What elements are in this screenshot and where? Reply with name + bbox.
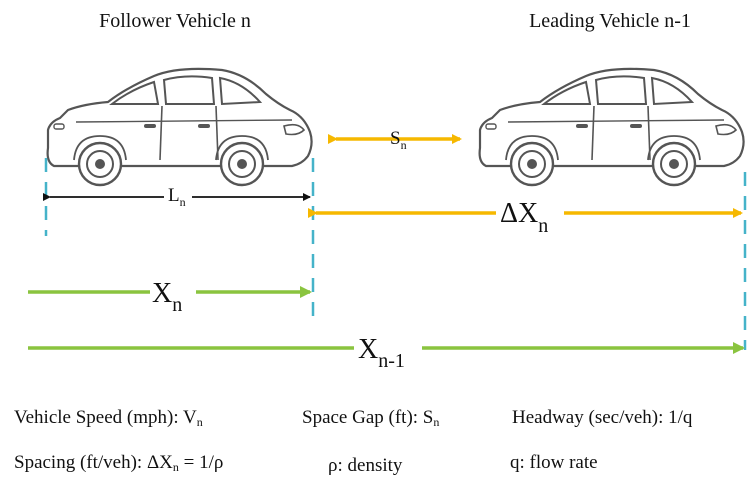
legend-vehicle-speed: Vehicle Speed (mph): Vn (14, 407, 203, 429)
spacing-label: ΔXn (500, 198, 548, 237)
legend-headway: Headway (sec/veh): 1/q (512, 407, 693, 428)
legend-spacing: Spacing (ft/veh): ΔXn = 1/ρ (14, 452, 224, 474)
leader-vehicle-title: Leading Vehicle n-1 (529, 10, 691, 32)
follower-position-label: Xn (152, 278, 182, 316)
legend-density: ρ: density (328, 455, 403, 476)
leader-position-label: Xn-1 (358, 334, 405, 372)
space-gap-label: Sn (390, 128, 407, 152)
follower-vehicle-title: Follower Vehicle n (99, 10, 251, 32)
follower-car-icon (46, 67, 313, 187)
legend-space-gap: Space Gap (ft): Sn (302, 407, 440, 429)
legend-flow-rate: q: flow rate (510, 452, 598, 473)
leader-car-icon (478, 67, 745, 187)
vehicle-length-label: Ln (168, 185, 186, 209)
